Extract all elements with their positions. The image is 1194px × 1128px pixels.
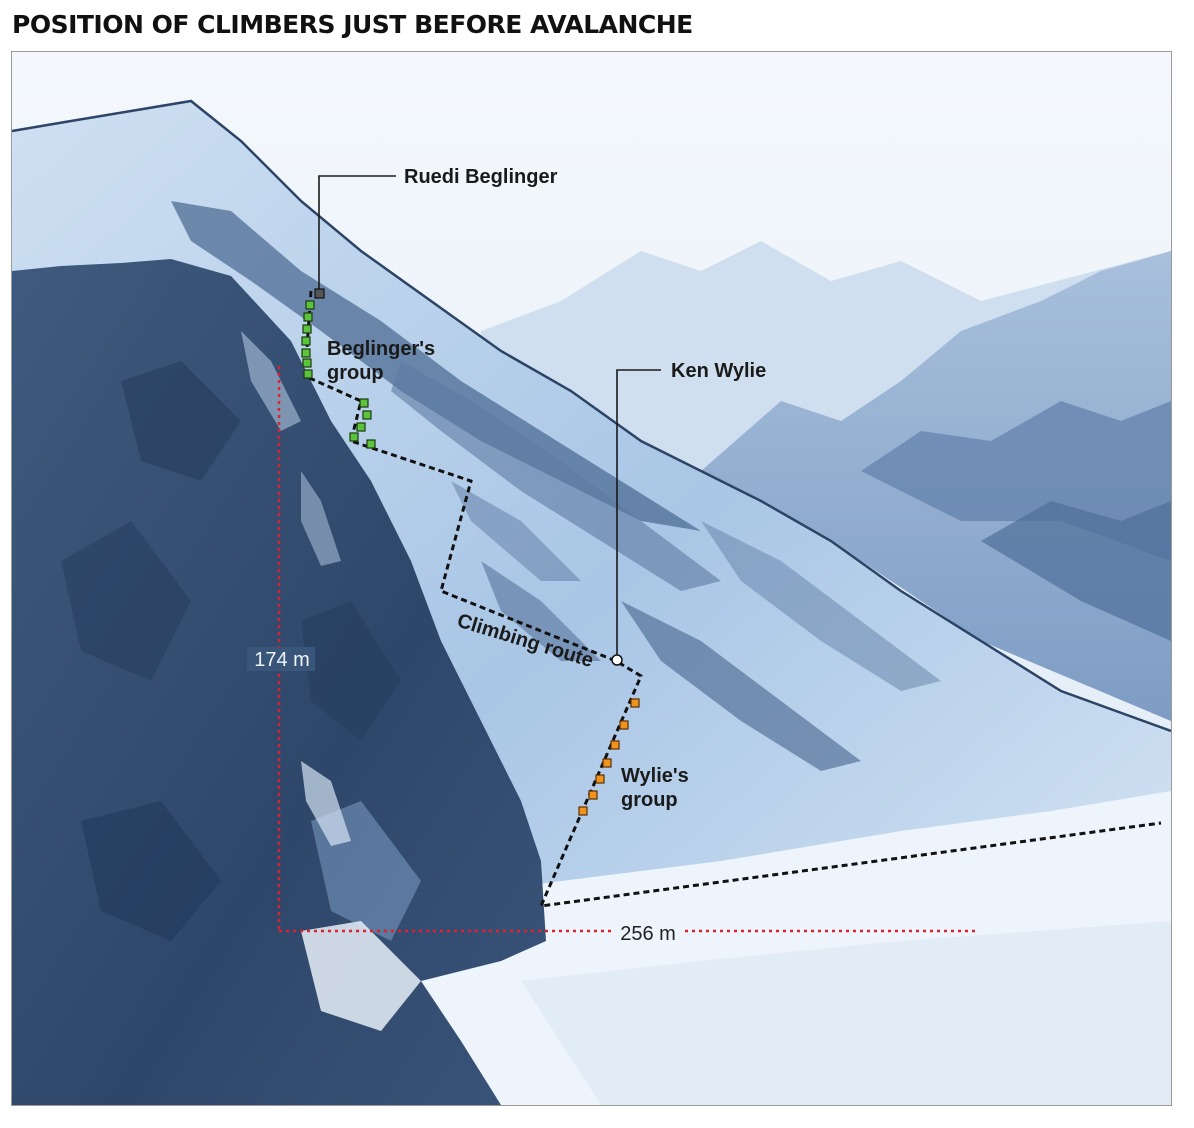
ken-marker <box>611 654 623 666</box>
ridge-line <box>12 99 1171 733</box>
beglinger-group-label-line2: group <box>327 362 384 384</box>
climber-marker <box>305 300 315 310</box>
horizontal-dimension-label: 256 m <box>620 923 676 945</box>
climber-marker <box>349 432 359 442</box>
diagram-title: POSITION OF CLIMBERS JUST BEFORE AVALANC… <box>12 10 693 39</box>
wylie-group-markers <box>578 698 640 816</box>
climber-marker <box>301 336 311 346</box>
ken-wylie-label: Ken Wylie <box>671 360 766 382</box>
climber-marker <box>302 358 312 368</box>
ruedi-beglinger-label: Ruedi Beglinger <box>404 166 558 188</box>
wylie-group-label-line2: group <box>621 789 678 811</box>
climber-marker <box>578 806 588 816</box>
ruedi-leader-line <box>318 175 396 293</box>
climber-marker <box>366 439 376 449</box>
climber-marker <box>303 312 313 322</box>
climber-marker <box>595 774 605 784</box>
climber-marker <box>630 698 640 708</box>
vertical-dimension-label: 174 m <box>254 649 310 671</box>
climber-marker <box>588 790 598 800</box>
beglinger-group-label-line1: Beglinger's <box>327 338 435 360</box>
ruedi-marker <box>314 288 325 299</box>
climber-marker <box>359 398 369 408</box>
climber-marker <box>303 369 313 379</box>
beglinger-group-markers <box>301 300 376 449</box>
climber-marker <box>301 348 311 358</box>
mountain-illustration: 174 m 256 m Ruedi Beglinger Beglinger's <box>11 51 1172 1106</box>
ken-leader-line <box>616 369 661 658</box>
climber-marker <box>356 422 366 432</box>
wylie-group-label-line1: Wylie's <box>621 765 689 787</box>
climber-marker <box>302 324 312 334</box>
climber-marker <box>619 720 629 730</box>
climber-marker <box>602 758 612 768</box>
climber-marker <box>362 410 372 420</box>
climber-marker <box>610 740 620 750</box>
